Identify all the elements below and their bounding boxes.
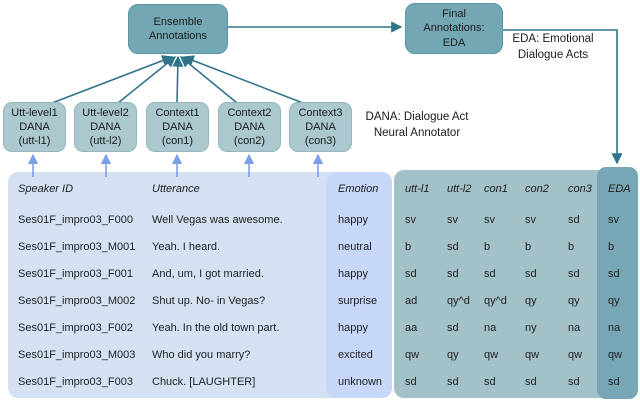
con2-cell: sd xyxy=(525,267,537,280)
utt-level1-dana-box: Utt-level1 DANA (utt-l1) xyxy=(3,102,66,152)
utterance-cell: Chuck. [LAUGHTER] xyxy=(152,375,256,388)
utterance-cell: Yeah. In the old town part. xyxy=(152,321,280,334)
table-row: Ses01F_impro03_F003 Chuck. [LAUGHTER] un… xyxy=(0,368,640,395)
arrow-uttl1-to-ensemble xyxy=(51,55,174,104)
emotion-cell: surprise xyxy=(338,294,378,307)
col-header-utt-l1: utt-l1 xyxy=(405,183,430,195)
context2-dana-box: Context2 DANA (con2) xyxy=(218,102,281,152)
con2-cell: qw xyxy=(525,348,540,361)
utt-l2-cell: sv xyxy=(447,213,458,226)
utt-level2-dana-box: Utt-level2 DANA (utt-l2) xyxy=(74,102,137,152)
speaker-id-cell: Ses01F_impro03_F000 xyxy=(18,213,133,226)
ensemble-annotations-box: Ensemble Annotations xyxy=(128,4,228,54)
col-header-con2: con2 xyxy=(525,183,549,195)
con1-cell: sd xyxy=(484,267,496,280)
col-header-emotion: Emotion xyxy=(338,183,379,195)
con2-cell: ny xyxy=(525,321,537,334)
eda-cell: qy xyxy=(608,294,620,307)
table-row: Ses01F_impro03_M002 Shut up. No- in Vega… xyxy=(0,287,640,314)
con3-cell: qw xyxy=(568,348,583,361)
col-header-speaker-id: Speaker ID xyxy=(18,183,74,195)
eda-cell: qw xyxy=(608,348,623,361)
col-header-utt-l2: utt-l2 xyxy=(447,183,472,195)
utt-l1-cell: aa xyxy=(405,321,418,334)
arrow-con3-to-ensemble xyxy=(182,55,304,104)
con1-cell: qy^d xyxy=(484,294,507,307)
con1-cell: b xyxy=(484,240,491,253)
utterance-cell: Shut up. No- in Vegas? xyxy=(152,294,266,307)
speaker-id-cell: Ses01F_impro03_M001 xyxy=(18,240,136,253)
emotion-cell: happy xyxy=(338,213,368,226)
speaker-id-cell: Ses01F_impro03_F003 xyxy=(18,375,133,388)
table-row: Ses01F_impro03_M003 Who did you marry? e… xyxy=(0,341,640,368)
emotion-cell: unknown xyxy=(338,375,383,388)
col-header-con3: con3 xyxy=(568,183,592,195)
eda-cell: b xyxy=(608,240,615,253)
context1-dana-box: Context1 DANA (con1) xyxy=(146,102,209,152)
arrow-con1-to-ensemble xyxy=(172,55,184,104)
table-row: Ses01F_impro03_F001 And, um, I got marri… xyxy=(0,260,640,287)
utt-l2-cell: sd xyxy=(447,240,459,253)
table-header-row: Speaker ID Utterance Emotion utt-l1 utt-… xyxy=(0,172,640,206)
utt-l2-cell: sd xyxy=(447,375,459,388)
con2-cell: sd xyxy=(525,375,537,388)
con2-cell: qy xyxy=(525,294,537,307)
speaker-id-cell: Ses01F_impro03_M002 xyxy=(18,294,136,307)
arrow-uttl2-to-ensemble xyxy=(117,56,177,104)
col-header-con1: con1 xyxy=(484,183,508,195)
utt-l1-cell: sv xyxy=(405,213,416,226)
utt-l1-cell: ad xyxy=(405,294,418,307)
emotion-cell: excited xyxy=(338,348,373,361)
utterance-cell: Who did you marry? xyxy=(152,348,251,361)
table-row: Ses01F_impro03_M001 Yeah. I heard. neutr… xyxy=(0,233,640,260)
eda-cell: na xyxy=(608,321,621,334)
utt-l1-cell: qw xyxy=(405,348,420,361)
eda-cell: sv xyxy=(608,213,619,226)
speaker-id-cell: Ses01F_impro03_F002 xyxy=(18,321,133,334)
con3-cell: b xyxy=(568,240,575,253)
con3-cell: sd xyxy=(568,213,580,226)
con2-cell: b xyxy=(525,240,532,253)
con3-cell: na xyxy=(568,321,581,334)
utt-l2-cell: qy xyxy=(447,348,459,361)
con3-cell: sd xyxy=(568,267,580,280)
con2-cell: sv xyxy=(525,213,536,226)
utt-l2-cell: qy^d xyxy=(447,294,470,307)
dana-abbreviation-note: DANA: Dialogue Act Neural Annotator xyxy=(365,111,469,139)
final-annotations-eda-box: Final Annotations: EDA xyxy=(405,3,503,54)
emotion-cell: happy xyxy=(338,321,368,334)
con3-cell: qy xyxy=(568,294,580,307)
emotion-column-panel xyxy=(326,172,392,398)
utt-l2-cell: sd xyxy=(447,321,459,334)
arrow-con2-to-ensemble xyxy=(179,56,238,104)
utt-l1-cell: b xyxy=(405,240,412,253)
eda-abbreviation-note: EDA: Emotional Dialogue Acts xyxy=(512,33,594,61)
arrow-final-to-eda-column xyxy=(503,29,623,165)
emotion-cell: neutral xyxy=(338,240,372,253)
utt-l2-cell: sd xyxy=(447,267,459,280)
table-row: Ses01F_impro03_F002 Yeah. In the old tow… xyxy=(0,314,640,341)
eda-cell: sd xyxy=(608,267,620,280)
con1-cell: sd xyxy=(484,375,496,388)
emotion-cell: happy xyxy=(338,267,368,280)
table-row: Ses01F_impro03_F000 Well Vegas was aweso… xyxy=(0,206,640,233)
con1-cell: sv xyxy=(484,213,495,226)
speaker-id-cell: Ses01F_impro03_F001 xyxy=(18,267,133,280)
utt-l1-cell: sd xyxy=(405,375,417,388)
eda-column-panel xyxy=(597,167,638,399)
col-header-utterance: Utterance xyxy=(152,183,200,195)
utt-l1-cell: sd xyxy=(405,267,417,280)
col-header-eda: EDA xyxy=(608,183,631,195)
dialogue-annotations-table: Speaker ID Utterance Emotion utt-l1 utt-… xyxy=(0,172,640,395)
con3-cell: sd xyxy=(568,375,580,388)
con1-cell: qw xyxy=(484,348,499,361)
utterance-cell: And, um, I got married. xyxy=(152,267,264,280)
utterance-cell: Yeah. I heard. xyxy=(152,240,221,253)
con1-cell: na xyxy=(484,321,497,334)
eda-cell: sd xyxy=(608,375,620,388)
context3-dana-box: Context3 DANA (con3) xyxy=(289,102,352,152)
utterance-cell: Well Vegas was awesome. xyxy=(152,213,283,226)
speaker-id-cell: Ses01F_impro03_M003 xyxy=(18,348,136,361)
